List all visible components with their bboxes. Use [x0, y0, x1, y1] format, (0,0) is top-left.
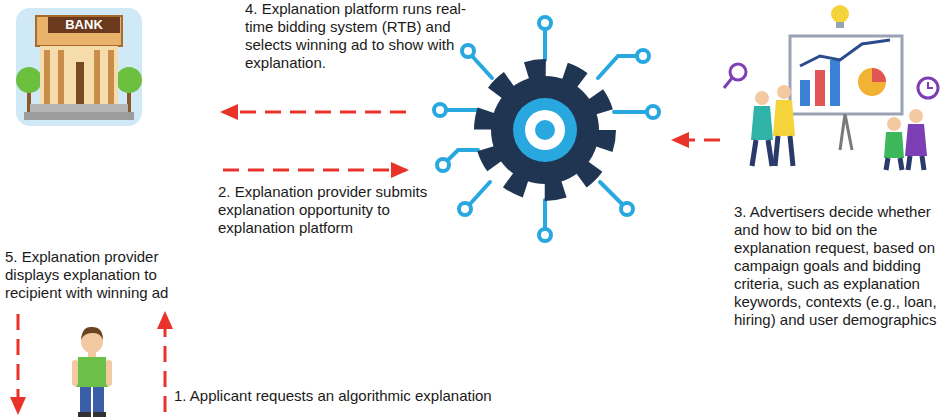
dashed-arrow: [223, 111, 406, 114]
dashed-arrow: [223, 169, 406, 172]
advertisers-node: 3. Advertisers decide whether and how to…: [722, 2, 944, 333]
platform-node: [420, 15, 670, 250]
step-text: 5. Explanation provider displays explana…: [5, 248, 215, 302]
applicant-node: [70, 326, 114, 418]
platform-gear: [434, 17, 659, 241]
advertisers-illustration: [724, 5, 938, 170]
step-label: 4. Explanation platform runs real-time b…: [245, 0, 485, 72]
step-text: 3. Advertisers decide whether and how to…: [734, 203, 944, 329]
dashed-arrow: [164, 314, 167, 412]
bank-sign: BANK: [48, 17, 120, 33]
applicant-figure: [72, 327, 112, 417]
bank-node: BANK 5. Explanation provider displays exp…: [5, 5, 215, 306]
step-label: 1. Applicant requests an algorithmic exp…: [174, 387, 574, 405]
bank-illustration: [16, 8, 142, 126]
dashed-arrow: [674, 139, 720, 142]
dashed-arrow: [17, 314, 20, 412]
step-label: 2. Explanation provider submits explanat…: [218, 183, 466, 237]
